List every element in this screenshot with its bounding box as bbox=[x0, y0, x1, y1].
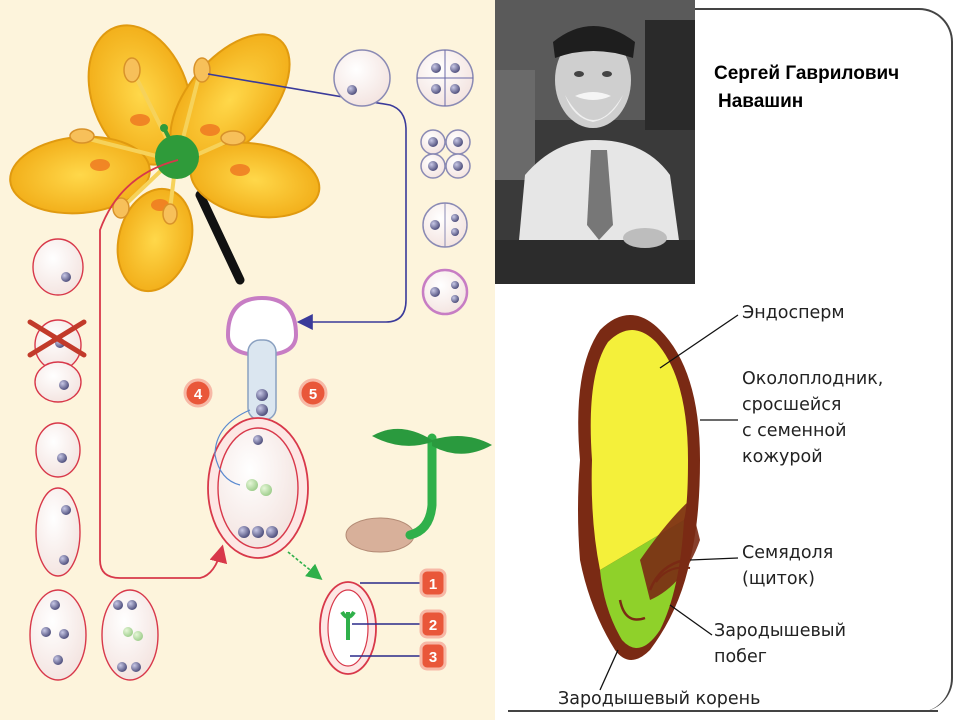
flower-pistil bbox=[155, 135, 199, 179]
badge-2: 2 bbox=[419, 609, 447, 639]
flower-stem bbox=[195, 190, 245, 285]
embryo-sac bbox=[207, 409, 309, 559]
svg-text:1: 1 bbox=[429, 576, 437, 593]
label-cotyledon-line1: Семядоля bbox=[742, 543, 834, 563]
label-shoot-line1: Зародышевый bbox=[714, 621, 846, 641]
badge-3: 3 bbox=[419, 641, 447, 671]
badge-4: 4 bbox=[183, 378, 213, 408]
label-cotyledon-line2: (щиток) bbox=[742, 569, 815, 589]
label-pericarp-line4: кожурой bbox=[742, 447, 823, 467]
label-shoot-line2: побег bbox=[714, 647, 767, 667]
label-pericarp: Околоплодник, сросшейся с семенной кожур… bbox=[742, 366, 883, 470]
seedling bbox=[345, 428, 492, 553]
label-cotyledon: Семядоля (щиток) bbox=[742, 540, 833, 592]
badge-1: 1 bbox=[419, 568, 447, 598]
label-root: Зародышевый корень bbox=[558, 689, 761, 709]
svg-text:4: 4 bbox=[194, 386, 203, 403]
svg-text:5: 5 bbox=[309, 386, 317, 403]
label-pericarp-line1: Околоплодник, bbox=[742, 369, 884, 389]
ovule-development bbox=[29, 238, 159, 681]
fertilization-svg: 4 5 bbox=[9, 24, 492, 681]
svg-text:3: 3 bbox=[429, 649, 437, 666]
badge-5: 5 bbox=[298, 378, 328, 408]
label-pericarp-line2: сросшейся bbox=[742, 395, 842, 415]
portrait-photo bbox=[495, 0, 695, 284]
ovule-arrow bbox=[99, 159, 228, 579]
pollen-development bbox=[333, 49, 474, 316]
label-endosperm: Эндосперм bbox=[742, 303, 845, 323]
seed-section-small bbox=[319, 581, 377, 675]
person-name-line2: Навашин bbox=[718, 91, 804, 112]
pollen-tube bbox=[225, 295, 299, 421]
person-name-line1: Сергей Гаврилович bbox=[714, 63, 900, 84]
pollen-arrow bbox=[207, 73, 407, 330]
label-shoot: Зародышевый побег bbox=[714, 618, 846, 670]
svg-text:2: 2 bbox=[429, 617, 437, 634]
degenerated-cell-cross bbox=[27, 319, 87, 358]
frame-bottom-line bbox=[508, 710, 938, 712]
person-name: Сергей Гаврилович Навашин bbox=[714, 60, 954, 116]
grain-section bbox=[578, 315, 700, 660]
right-frame bbox=[695, 8, 953, 712]
label-pericarp-line3: с семенной bbox=[742, 421, 847, 441]
